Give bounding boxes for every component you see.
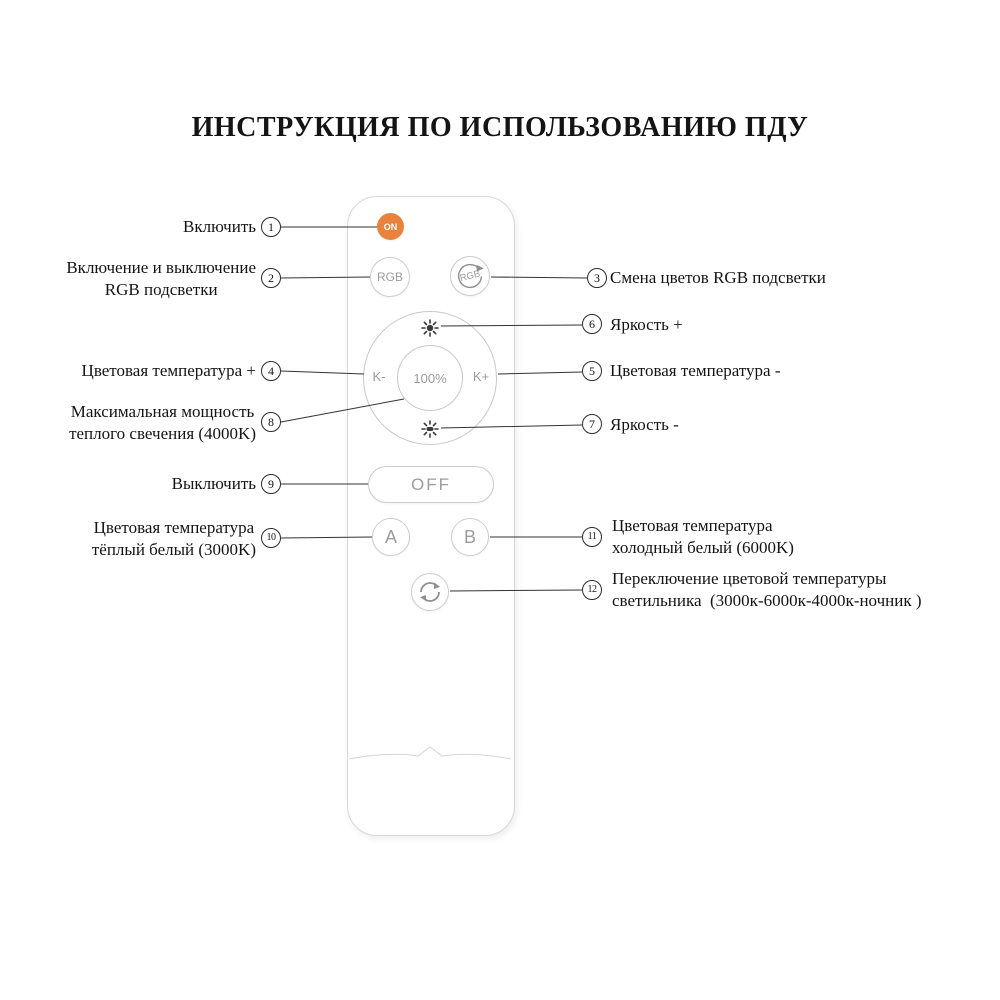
callout-line: холодный белый (6000K) <box>612 537 794 557</box>
page-title: ИНСТРУКЦИЯ ПО ИСПОЛЬЗОВАНИЮ ПДУ <box>191 112 809 143</box>
callout-label-temp-plus: Цветовая температура + <box>82 360 256 382</box>
callout-label-cold-white: Цветовая температура холодный белый (600… <box>612 515 794 558</box>
on-button: ON <box>377 213 404 240</box>
cycle-arrows-icon <box>420 582 440 602</box>
off-button: OFF <box>368 466 494 503</box>
sun-dim-icon <box>421 420 439 438</box>
callout-number: 10 <box>261 528 281 548</box>
k-plus-button: K+ <box>472 369 490 384</box>
callout-number: 2 <box>261 268 281 288</box>
callout-line: Включение и выключение <box>66 258 256 277</box>
callout-number: 6 <box>582 314 602 334</box>
rgb-button: RGB <box>370 257 410 297</box>
callout-line: тёплый белый (3000K) <box>91 539 256 559</box>
callout-number: 11 <box>582 527 602 547</box>
remote-body <box>347 196 515 836</box>
callout-number: 8 <box>261 412 281 432</box>
sun-bright-icon <box>421 319 439 337</box>
callout-line: Максимальная мощность <box>70 402 255 421</box>
callout-label-power-on: Включить <box>183 216 256 238</box>
callout-label-brightness-plus: Яркость + <box>610 314 683 336</box>
callout-line: теплого свечения (4000K) <box>69 423 256 443</box>
callout-number: 12 <box>582 580 602 600</box>
callout-label-power-off: Выключить <box>172 473 256 495</box>
callout-number: 9 <box>261 474 281 494</box>
callout-label-rgb-toggle: Включение и выключение RGB подсветки <box>66 257 256 300</box>
callout-label-brightness-minus: Яркость - <box>610 414 679 436</box>
callout-line: Цветовая температура <box>93 518 255 537</box>
callout-line: Включить <box>183 217 256 236</box>
callout-number: 7 <box>582 414 602 434</box>
callout-number: 4 <box>261 361 281 381</box>
callout-label-temp-cycle: Переключение цветовой температуры светил… <box>612 568 922 611</box>
rgb-cycle-label: RGB <box>459 269 482 285</box>
callout-line: Цветовая температура <box>612 516 773 535</box>
callout-line: светильника (3000к-6000к-4000к-ночник ) <box>612 590 922 610</box>
callout-line: Цветовая температура + <box>81 361 256 380</box>
button-b: B <box>451 518 489 556</box>
control-dial <box>363 311 497 445</box>
rgb-cycle-button: RGB <box>450 256 490 296</box>
callout-label-max-warm: Максимальная мощность теплого свечения (… <box>69 401 256 444</box>
callout-line: Смена цветов RGB подсветки <box>610 268 826 287</box>
callout-line: Яркость - <box>610 415 679 434</box>
callout-number: 3 <box>587 268 607 288</box>
callout-label-warm-white: Цветовая температура тёплый белый (3000K… <box>92 517 256 560</box>
center-button: 100% <box>397 345 463 411</box>
callout-label-rgb-colors: Смена цветов RGB подсветки <box>610 267 826 289</box>
callout-number: 5 <box>582 361 602 381</box>
callout-line: Переключение цветовой температуры <box>612 569 887 588</box>
callout-label-temp-minus: Цветовая температура - <box>610 360 781 382</box>
temperature-cycle-button <box>411 573 449 611</box>
callout-line: Выключить <box>171 474 256 493</box>
callout-line: RGB подсветки <box>104 279 218 299</box>
callout-line: Цветовая температура - <box>610 361 781 380</box>
k-minus-button: K- <box>372 369 386 384</box>
callout-line: Яркость + <box>610 315 683 334</box>
callout-number: 1 <box>261 217 281 237</box>
button-a: A <box>372 518 410 556</box>
rotate-arrow-icon: RGB <box>457 263 484 289</box>
